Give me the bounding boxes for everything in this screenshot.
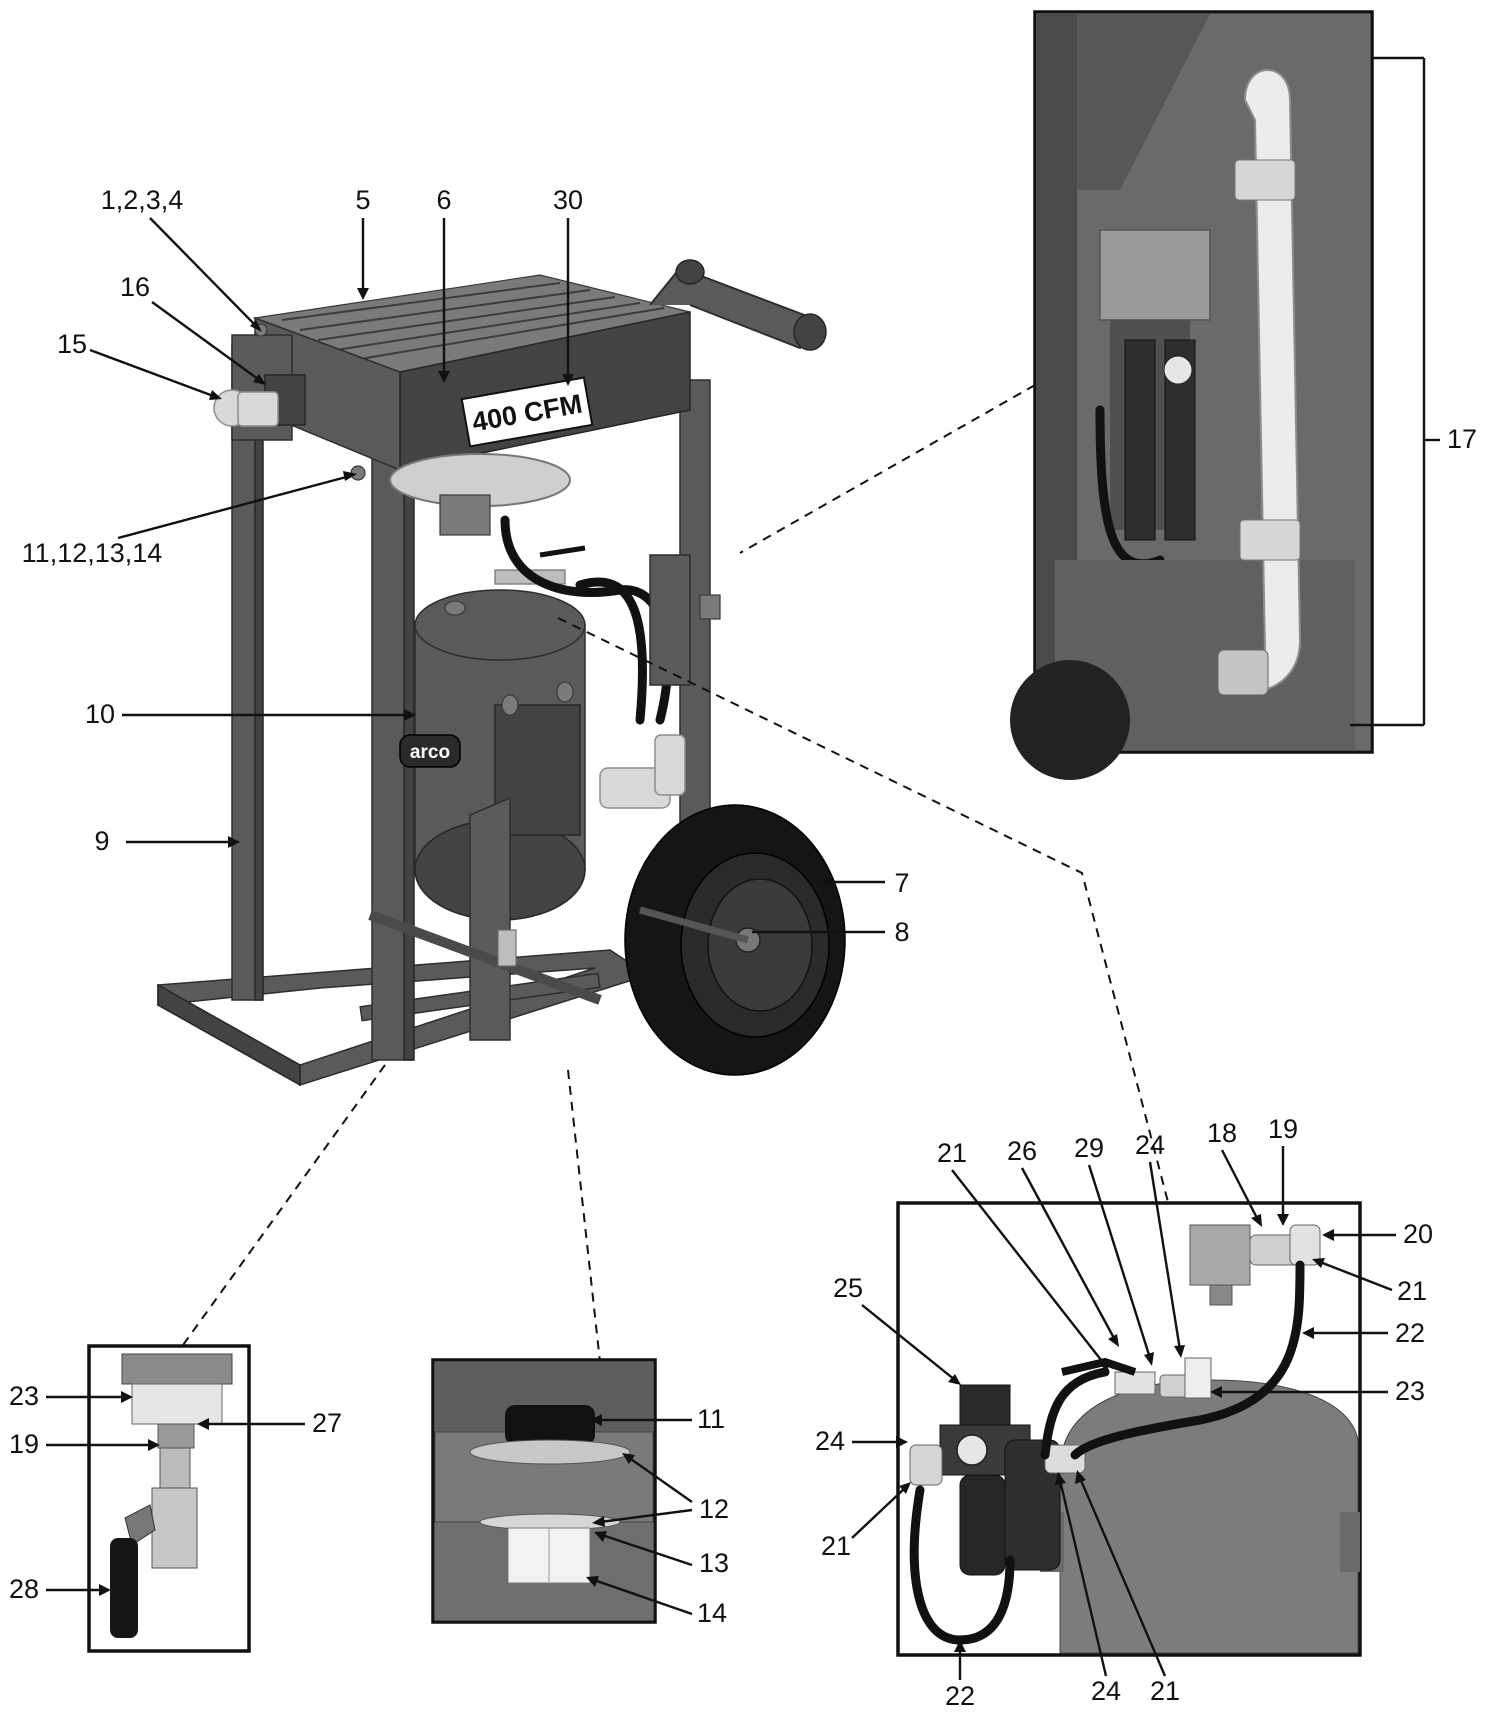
reg-label-19: 19 [1268,1114,1298,1144]
reg-label-24-left: 24 [815,1426,845,1456]
reg-label-29: 29 [1074,1133,1104,1163]
reg-label-21-top: 21 [937,1138,967,1168]
drain-label-27: 27 [312,1408,342,1438]
cfm-plate-30: 400 CFM [460,376,594,448]
callout-9: 9 [94,826,109,856]
callout-6: 6 [436,185,451,215]
callout-16: 16 [120,272,150,302]
detail-pipe-assembly: 17 [1010,10,1477,780]
reg-label-26: 26 [1007,1136,1037,1166]
main-machine-illustration: 400 CFM arco [157,259,846,1087]
reg-label-22-right: 22 [1395,1318,1425,1348]
reg-label-18: 18 [1207,1118,1237,1148]
callout-8: 8 [894,917,909,947]
reg-label-24-bottom: 24 [1091,1676,1121,1706]
main-callouts: 1,2,3,4 5 6 30 16 15 11,12,13,14 10 9 7 … [22,185,910,947]
reg-label-23: 23 [1395,1376,1425,1406]
mount-label-14: 14 [697,1598,727,1628]
mount-cap-11 [505,1405,595,1445]
detail-regulator-assembly: 21 26 29 24 18 19 20 21 25 22 23 24 [815,1114,1433,1711]
reg-label-20: 20 [1403,1219,1433,1249]
mount-label-12: 12 [699,1494,729,1524]
reg-label-22-bottom: 22 [945,1681,975,1711]
callout-5: 5 [355,185,370,215]
mount-label-13: 13 [699,1548,729,1578]
detail-link-lines [182,384,1169,1363]
detail-drain-valve: 23 27 19 28 [9,1344,342,1653]
callout-30: 30 [553,185,583,215]
drain-label-19: 19 [9,1429,39,1459]
callout-7: 7 [894,868,909,898]
detail-mount-hardware: 11 12 13 14 [431,1358,729,1628]
reg-label-21-bottom: 21 [1150,1676,1180,1706]
drain-handle-28 [110,1538,138,1638]
mount-label-11: 11 [697,1404,725,1434]
brand-badge [399,734,461,768]
reg-label-24-top: 24 [1135,1130,1165,1160]
callout-17: 17 [1447,424,1477,454]
callout-11-12-13-14: 11,12,13,14 [22,538,163,568]
reg-label-21-left: 21 [821,1531,851,1561]
reg-label-25: 25 [833,1273,863,1303]
drain-label-23: 23 [9,1381,39,1411]
callout-15: 15 [57,329,87,359]
callout-1-2-3-4: 1,2,3,4 [101,185,184,215]
wheel-7 [624,804,846,1076]
callout-10: 10 [85,699,115,729]
reg-label-21-right: 21 [1397,1276,1427,1306]
brand-badge-text: arco [410,742,450,763]
drain-label-28: 28 [9,1574,39,1604]
